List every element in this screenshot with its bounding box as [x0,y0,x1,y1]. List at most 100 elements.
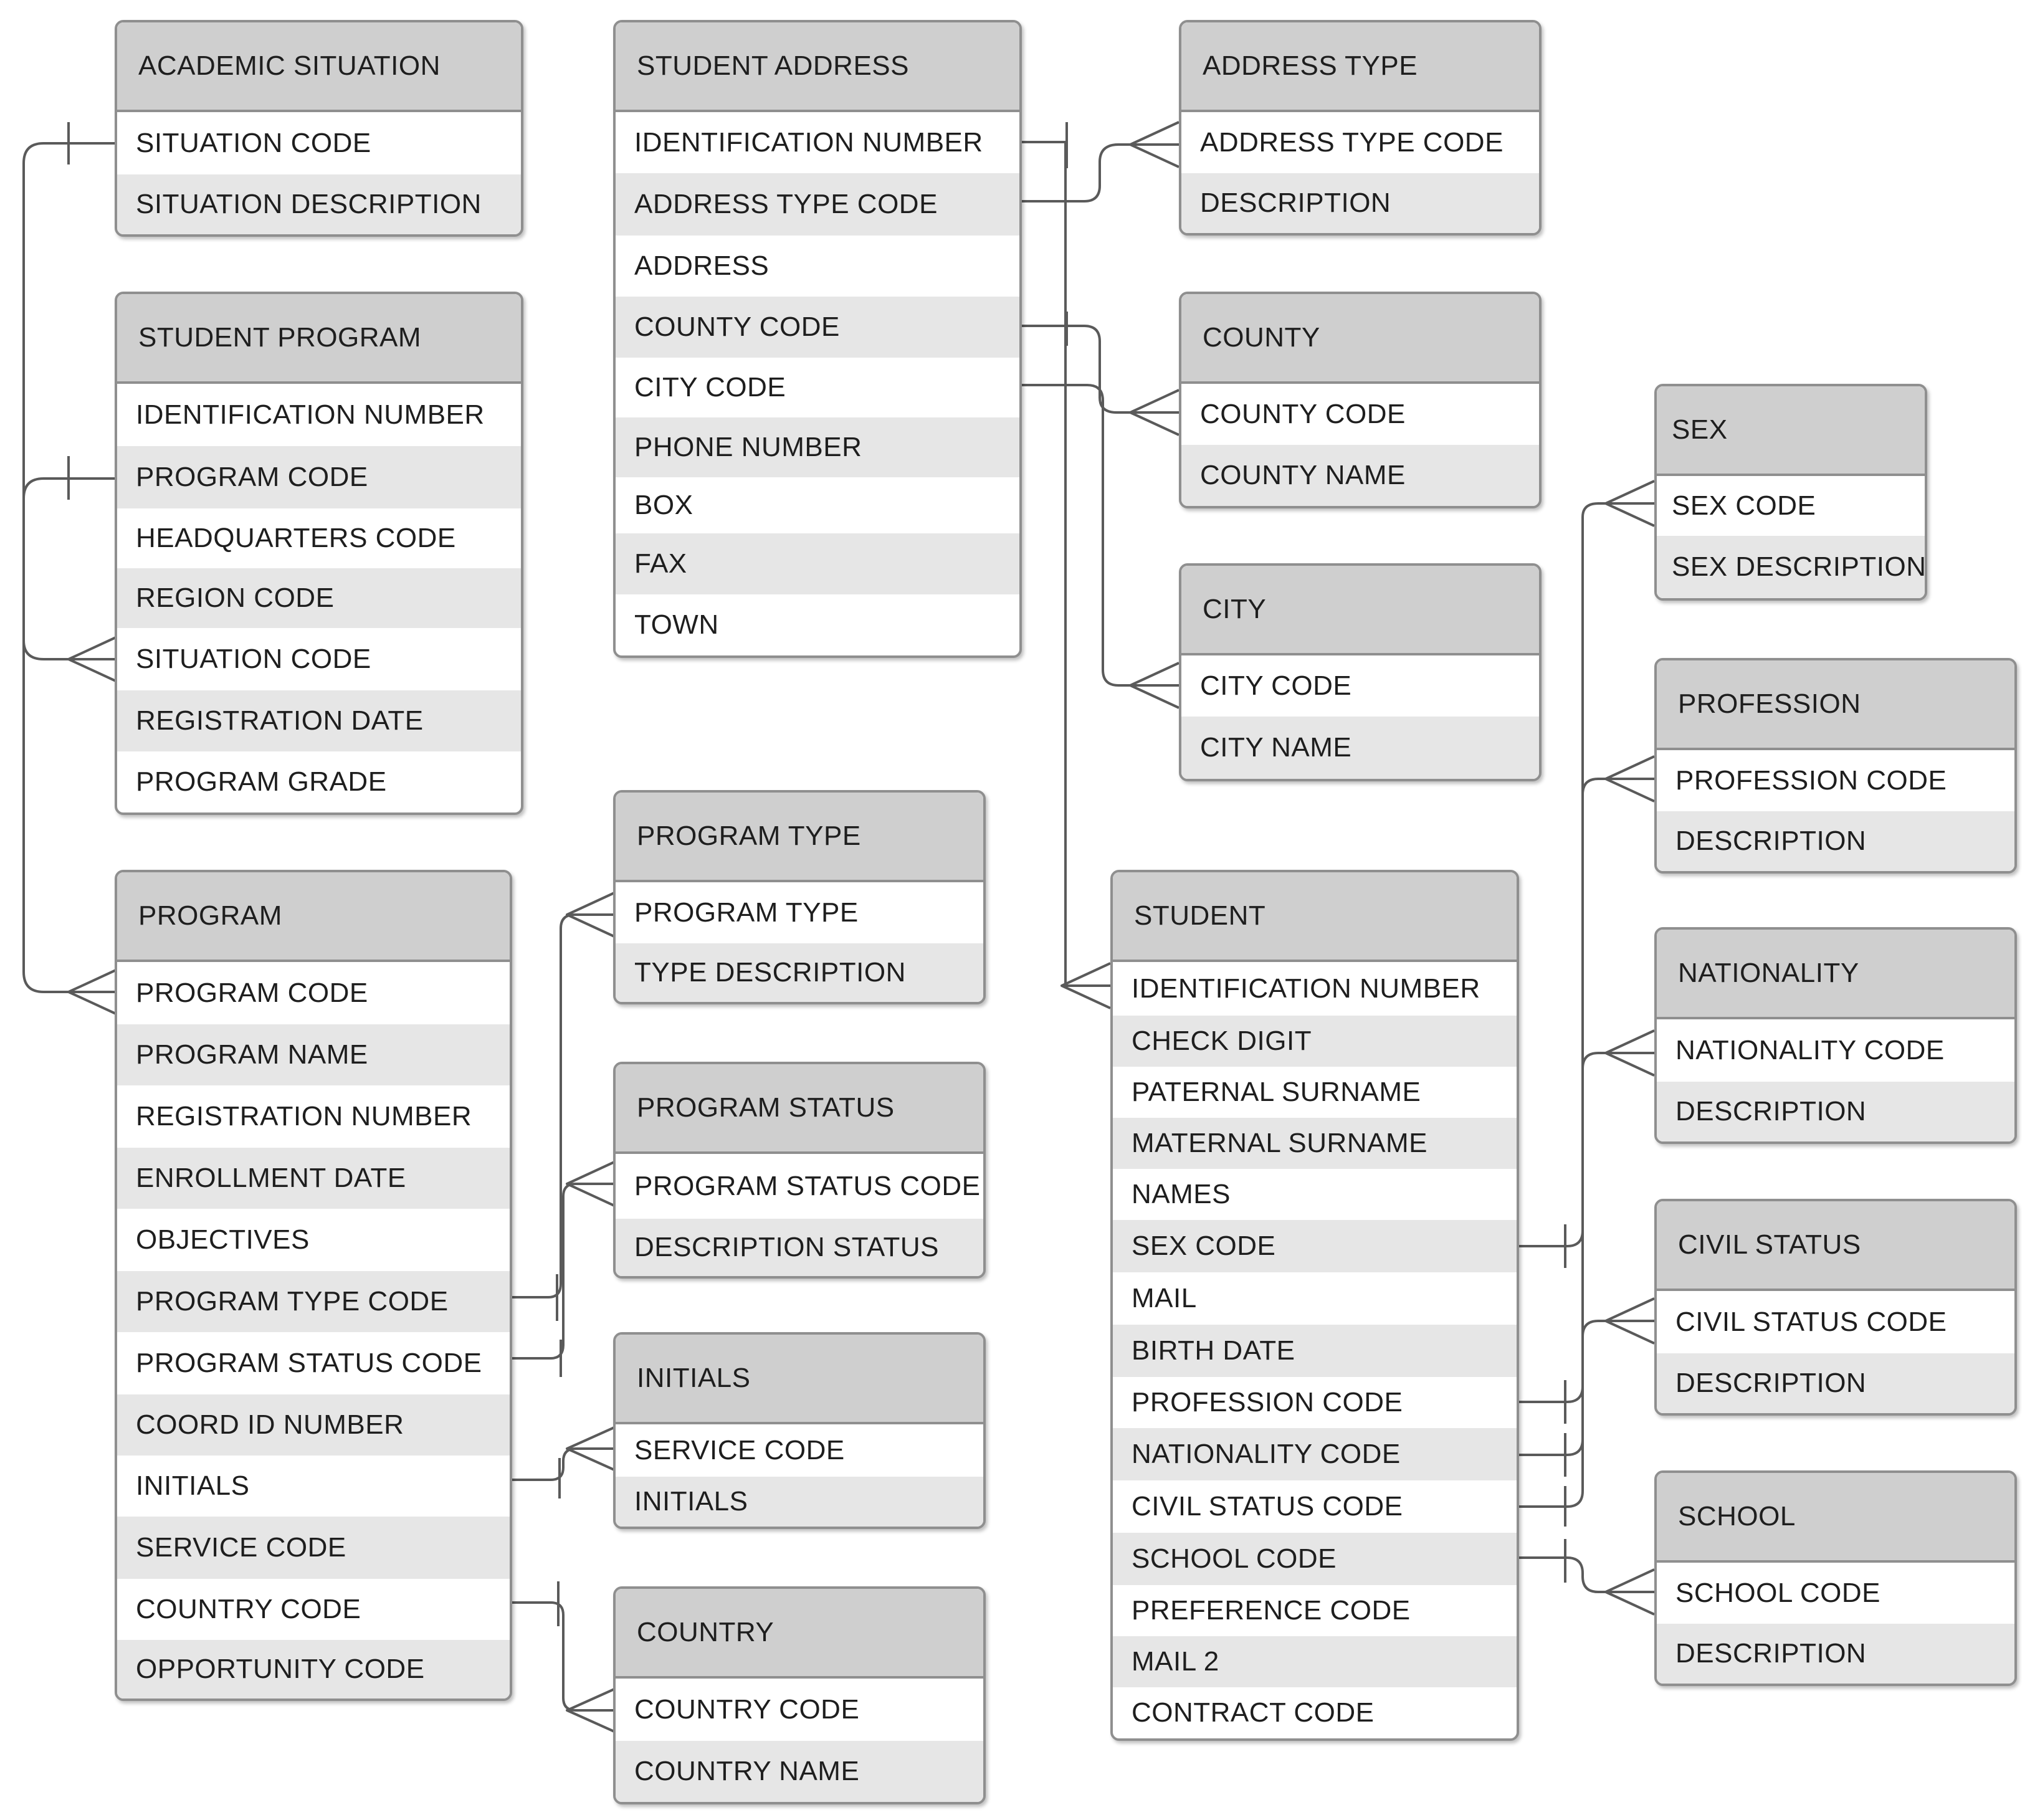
field-initials: INITIALS [136,1470,250,1501]
field-identification-number: IDENTIFICATION NUMBER [136,399,485,430]
entity-title: CIVIL STATUS [1657,1201,2014,1291]
field-coord-id-number: COORD ID NUMBER [117,1394,510,1456]
field-paternal-surname: PATERNAL SURNAME [1132,1077,1421,1107]
field-service-code: SERVICE CODE [634,1435,845,1465]
field-service-code: SERVICE CODE [117,1517,510,1579]
field-preference-code: PREFERENCE CODE [1132,1595,1411,1626]
field-identification-number: IDENTIFICATION NUMBER [634,127,983,158]
field-civil-status-code: CIVIL STATUS CODE [1675,1307,1947,1337]
field-country-code: COUNTRY CODE [136,1594,361,1624]
field-region-code: REGION CODE [117,568,521,628]
entity-country: COUNTRY COUNTRY CODE COUNTRY NAME [613,1586,986,1804]
entity-initials: INITIALS SERVICE CODE INITIALS [613,1332,986,1529]
entity-civil-status: CIVIL STATUS CIVIL STATUS CODE DESCRIPTI… [1654,1199,2017,1416]
field-profession-code: PROFESSION CODE [1675,765,1947,796]
field-town: TOWN [634,609,719,640]
field-description: DESCRIPTION [1657,1624,2014,1684]
field-county-code: COUNTY CODE [616,297,1019,358]
field-description: DESCRIPTION [1657,811,2014,871]
field-program-status-code: PROGRAM STATUS CODE [136,1348,482,1378]
entity-title: PROGRAM [117,872,510,962]
entity-county: COUNTY COUNTY CODE COUNTY NAME [1179,292,1542,508]
field-sex-code: SEX CODE [1113,1220,1517,1272]
field-initials: INITIALS [616,1477,983,1527]
field-civil-status-code: CIVIL STATUS CODE [1132,1491,1403,1522]
field-program-type-code: PROGRAM TYPE CODE [117,1271,510,1332]
field-registration-date: REGISTRATION DATE [117,690,521,751]
rel-address-type [1022,143,1179,202]
field-description: DESCRIPTION [1657,1353,2014,1413]
crowfoot-sex [1604,480,1655,527]
field-nationality-code: NATIONALITY CODE [1675,1035,1945,1065]
field-objectives: OBJECTIVES [136,1224,310,1255]
entity-student: STUDENT IDENTIFICATION NUMBER CHECK DIGI… [1110,870,1519,1741]
field-opportunity-code: OPPORTUNITY CODE [117,1640,510,1699]
entity-title: PROGRAM STATUS [616,1064,983,1154]
field-enrollment-date: ENROLLMENT DATE [117,1148,510,1209]
field-maternal-surname: MATERNAL SURNAME [1113,1118,1517,1169]
crowfoot-profession [1604,755,1655,803]
field-address-type-code: ADDRESS TYPE CODE [616,173,1019,236]
entity-program: PROGRAM PROGRAM CODE PROGRAM NAME REGIST… [115,870,512,1701]
field-sex-description: SEX DESCRIPTION [1657,536,1925,598]
crowfoot-nationality [1604,1029,1655,1077]
field-mail: MAIL [1132,1283,1197,1313]
entity-title: NATIONALITY [1657,930,2014,1019]
crowfoot-program-status [566,1160,616,1208]
field-address-type-code: ADDRESS TYPE CODE [1200,127,1504,158]
field-profession-code: PROFESSION CODE [1132,1387,1403,1417]
field-situation-code: SITUATION CODE [136,128,371,158]
field-description-status: DESCRIPTION STATUS [616,1219,983,1276]
rel-program-student-program [22,477,117,993]
entity-city: CITY CITY CODE CITY NAME [1179,563,1542,781]
field-county-code: COUNTY CODE [1200,399,1406,429]
field-phone-number: PHONE NUMBER [616,417,1019,477]
entity-title: COUNTRY [616,1589,983,1679]
crowfoot-country [566,1687,616,1733]
rel-situation-student-program [22,142,117,660]
field-city-name: CITY NAME [1181,717,1539,779]
rel-nationality [1519,1052,1654,1456]
entity-title: SCHOOL [1657,1473,2014,1563]
field-school-code: SCHOOL CODE [1675,1578,1881,1608]
field-program-status-code: PROGRAM STATUS CODE [634,1171,981,1201]
entity-title: INITIALS [616,1335,983,1424]
entity-title: COUNTY [1181,294,1539,384]
field-birth-date: BIRTH DATE [1113,1325,1517,1377]
entity-title: ADDRESS TYPE [1181,22,1539,112]
rel-civil-status [1519,1320,1654,1508]
crowfoot-program-code [67,968,118,1016]
entity-address-type: ADDRESS TYPE ADDRESS TYPE CODE DESCRIPTI… [1179,20,1542,236]
field-county-name: COUNTY NAME [1181,445,1539,506]
entity-title: SEX [1657,386,1925,476]
field-program-name: PROGRAM NAME [117,1024,510,1085]
crowfoot-civil-status [1604,1297,1655,1345]
rel-student-address [1022,141,1110,987]
entity-title: PROGRAM TYPE [616,793,983,882]
field-description: DESCRIPTION [1657,1082,2014,1141]
rel-program-status [512,1183,616,1360]
crowfoot-program-type [566,891,616,938]
crowfoot-address-type [1129,121,1180,168]
field-fax: FAX [616,533,1019,594]
field-program-type: PROGRAM TYPE [634,897,859,928]
field-city-code: CITY CODE [1200,670,1352,701]
field-program-code: PROGRAM CODE [136,978,368,1008]
field-country-name: COUNTRY NAME [616,1741,983,1802]
entity-title: STUDENT ADDRESS [616,22,1019,112]
crowfoot-county [1129,389,1180,436]
field-address: ADDRESS [634,250,770,281]
field-nationality-code: NATIONALITY CODE [1113,1428,1517,1480]
field-program-code: PROGRAM CODE [117,446,521,508]
field-mail-2: MAIL 2 [1113,1636,1517,1687]
field-headquarters-code: HEADQUARTERS CODE [136,523,456,553]
entity-student-program: STUDENT PROGRAM IDENTIFICATION NUMBER PR… [115,292,523,815]
field-country-code: COUNTRY CODE [634,1694,860,1725]
crowfoot-city [1129,662,1180,709]
entity-title: STUDENT PROGRAM [117,294,521,384]
entity-program-type: PROGRAM TYPE PROGRAM TYPE TYPE DESCRIPTI… [613,790,986,1004]
crowfoot-student-program-situation [67,636,118,683]
crowfoot-student [1060,962,1111,1009]
entity-title: PROFESSION [1657,660,2014,750]
